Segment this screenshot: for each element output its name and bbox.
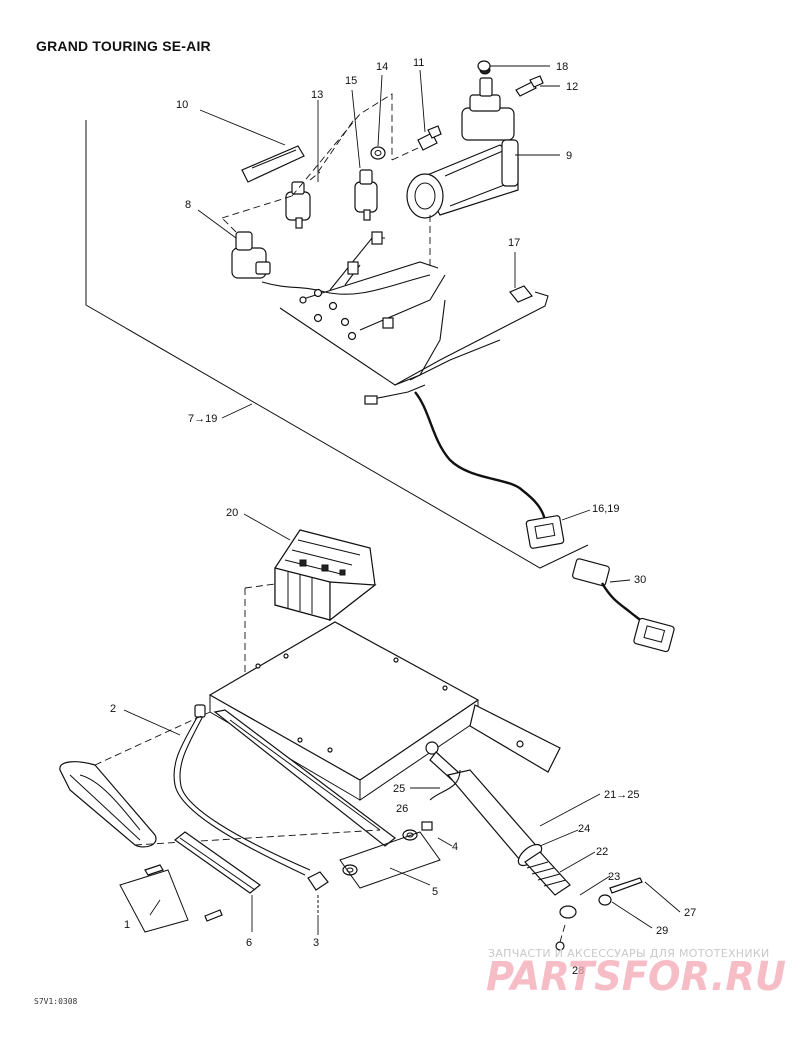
sleeve[interactable] [598,894,612,906]
callout-25: 25 [393,783,405,795]
wiring-harness[interactable] [261,215,549,405]
callout-4: 4 [452,841,458,853]
callout-27: 27 [684,907,696,919]
small-nut[interactable] [370,146,386,160]
callout-26: 26 [396,803,408,815]
callout-30: 30 [634,574,646,586]
callout-5: 5 [432,886,438,898]
callout-2: 2 [110,703,116,715]
callout-18: 18 [556,61,568,73]
callout-29: 29 [656,925,668,937]
callout-16-19: 16,19 [592,503,620,515]
callout-22: 22 [596,846,608,858]
callout-24: 24 [578,823,590,835]
pressure-switch[interactable] [285,181,311,229]
callout-8: 8 [185,199,191,211]
callout-10: 10 [176,99,188,111]
connector-adapter[interactable] [572,558,675,653]
washer-nut[interactable] [402,821,433,841]
callout-17: 17 [508,237,520,249]
callout-7-19: 7→19 [188,413,217,425]
page-title: GRAND TOURING SE-AIR [36,38,211,54]
electronic-module[interactable] [274,529,377,622]
pressure-sensor[interactable] [354,169,378,221]
callout-3: 3 [313,937,319,949]
washer[interactable] [342,864,358,876]
assembly-outline-line [85,120,589,569]
air-hose[interactable] [173,704,311,876]
watermark-caption: ЗАПЧАСТИ И АКСЕССУАРЫ ДЛЯ МОТОТЕХНИКИ [488,947,770,960]
callout-14: 14 [376,61,388,73]
callout-15: 15 [345,75,357,87]
kit-bracket-5 [339,831,441,889]
watermark-logo: PARTSFOR.RU [486,954,786,1000]
callout-6: 6 [246,937,252,949]
drawing-code: S7V1:0308 [34,997,78,1006]
callout-13: 13 [311,89,323,101]
callout-23: 23 [608,871,620,883]
leader-lines [123,65,681,935]
callout-21-25: 21→25 [604,789,639,801]
solenoid-valve[interactable] [231,231,271,279]
callout-11: 11 [413,57,424,69]
main-cable[interactable] [414,391,565,549]
callout-9: 9 [566,150,572,162]
callout-1: 1 [124,919,130,931]
compressor-cap[interactable] [477,60,491,72]
air-shock-absorber[interactable] [425,741,577,919]
mounting-bracket[interactable] [241,145,305,183]
base-plate[interactable] [208,621,480,801]
callout-28: 28 [572,965,584,977]
elbow-fitting[interactable] [307,871,329,915]
cover-panel[interactable] [59,761,157,848]
kit-bracket-1 [119,869,189,933]
compressor-fitting[interactable] [515,75,544,97]
bolt[interactable] [609,877,643,894]
valve-fitting[interactable] [417,125,442,151]
support-bar[interactable] [144,831,261,922]
callout-20: 20 [226,507,238,519]
mounting-rail[interactable] [213,704,561,847]
callout-12: 12 [566,81,578,93]
